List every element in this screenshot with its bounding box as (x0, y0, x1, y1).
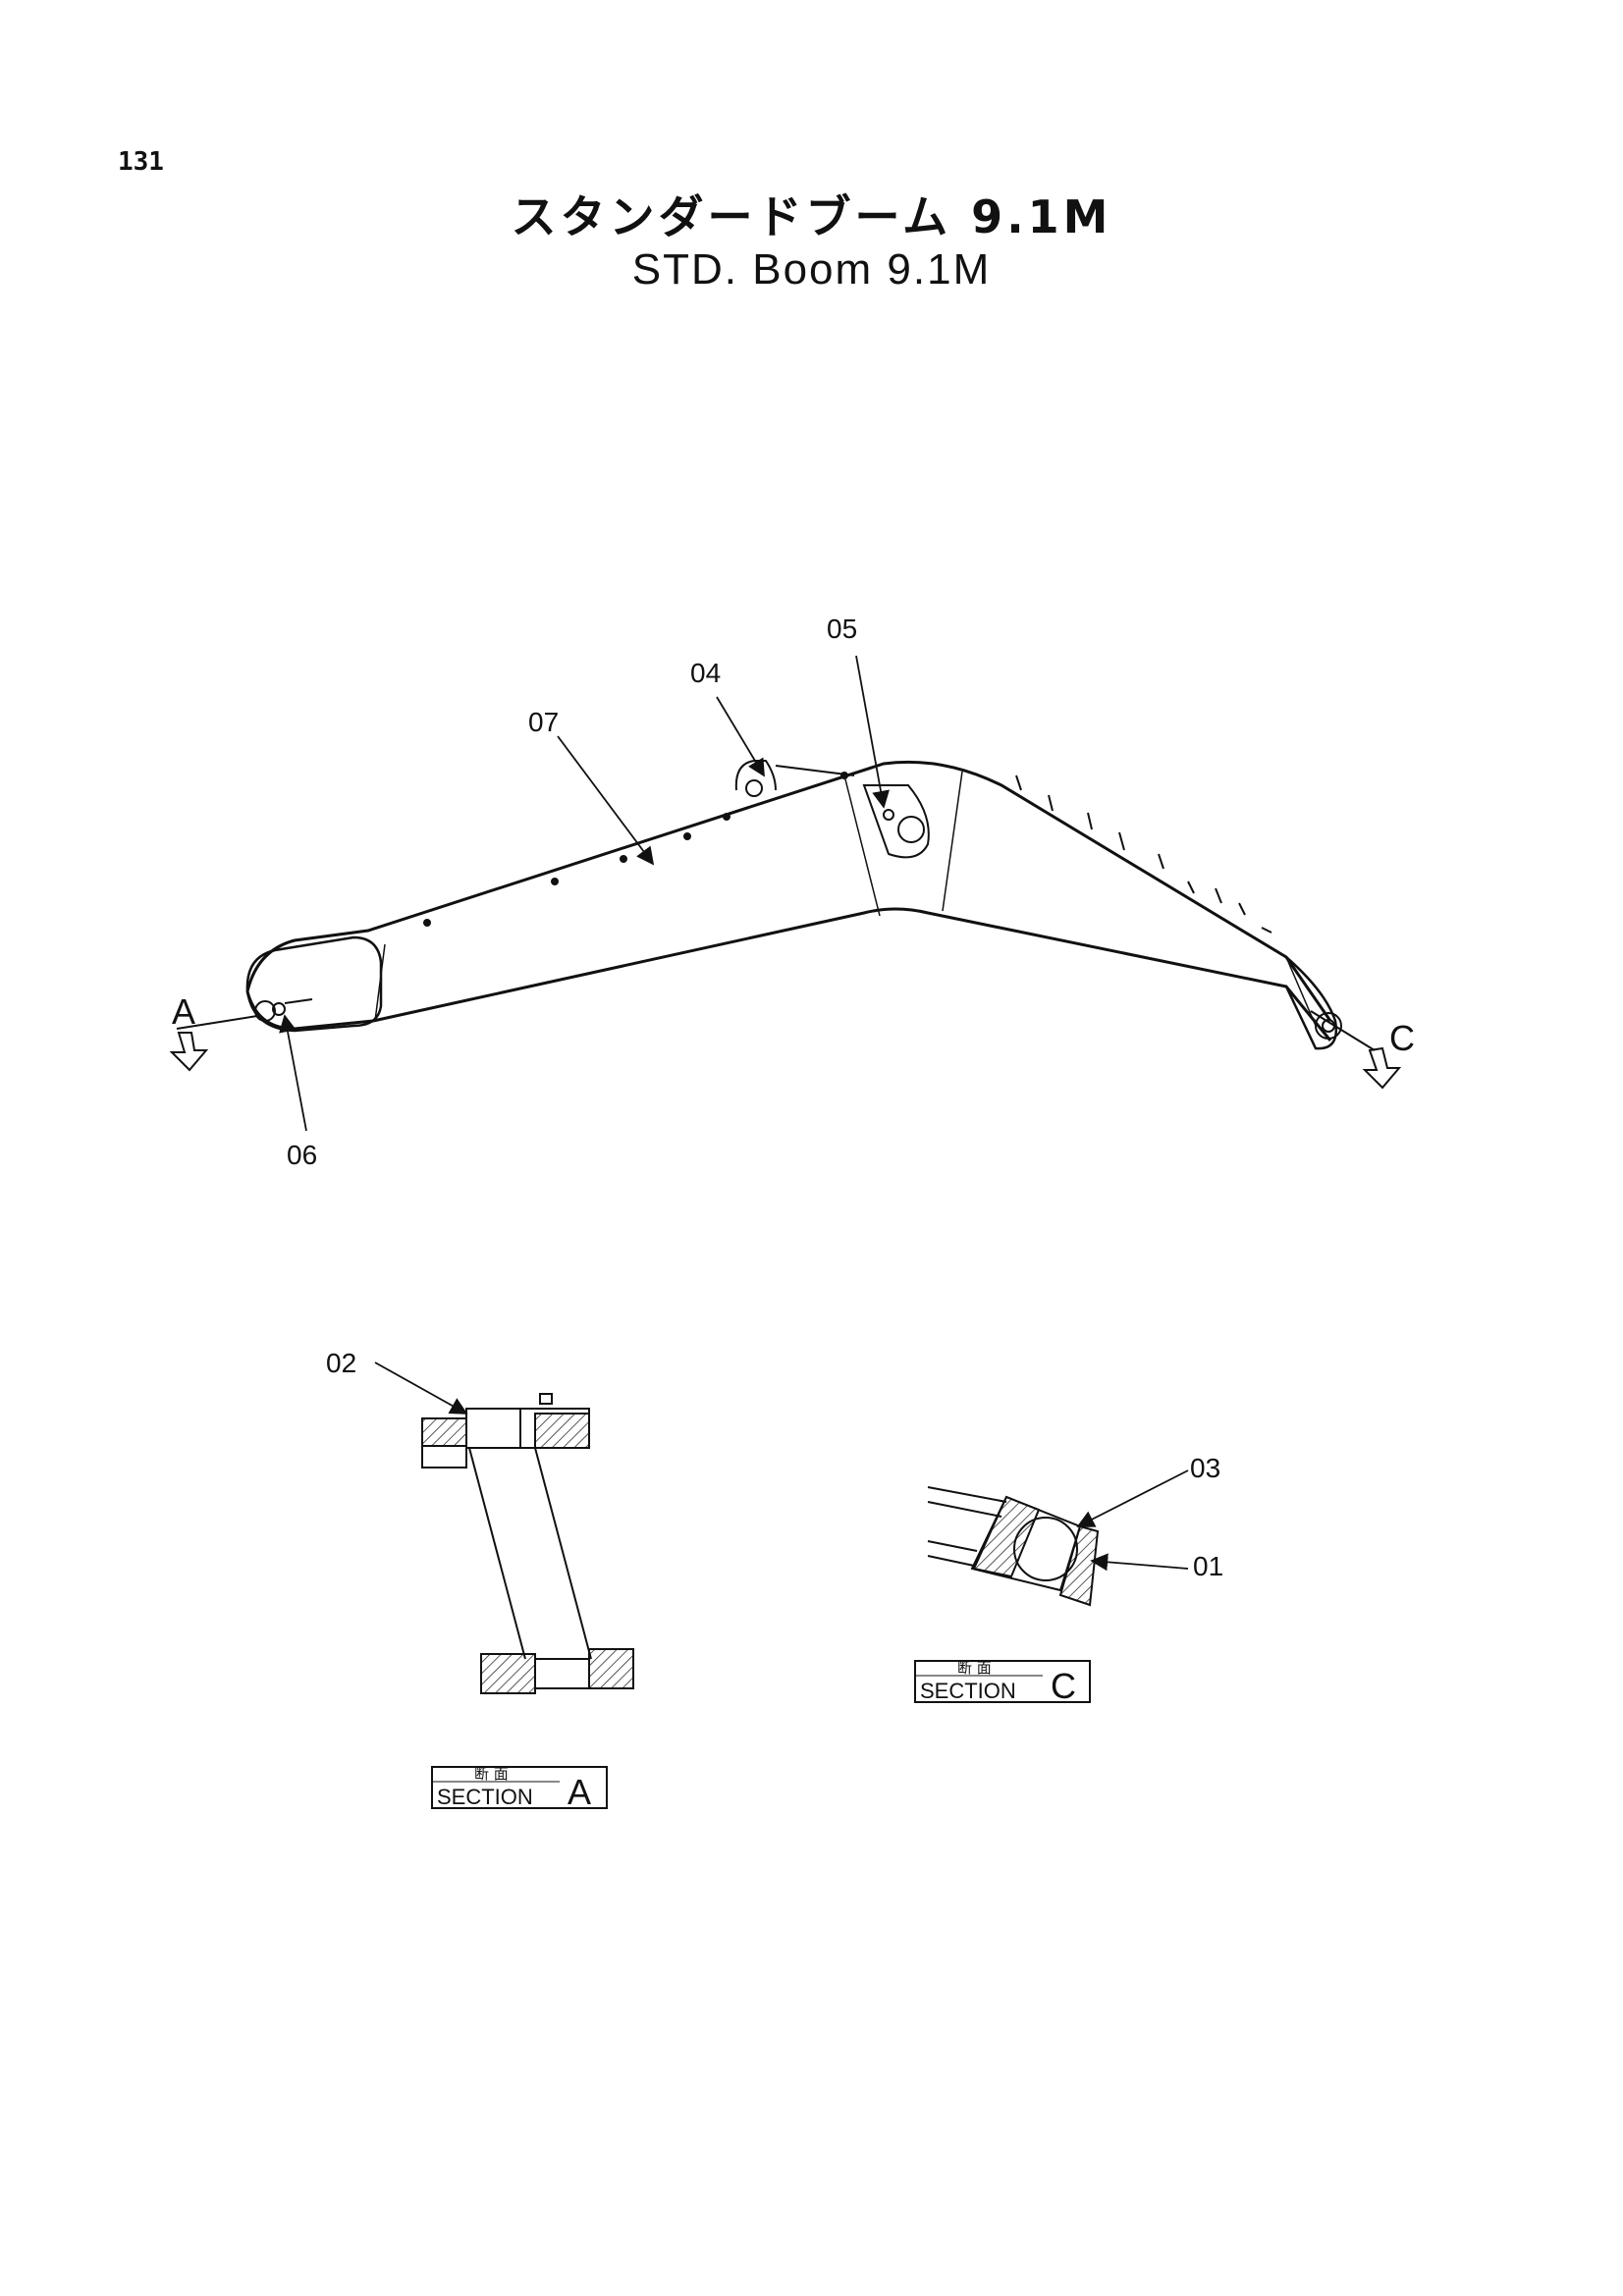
view-marker-a: A (172, 991, 195, 1032)
boom-body (245, 760, 1338, 1050)
section-a-detail (421, 1393, 634, 1694)
callout-07: 07 (528, 707, 559, 737)
leader-lines (279, 655, 890, 1132)
callout-04: 04 (690, 658, 721, 688)
section-c-label: 断 面 SECTION C (914, 1659, 1091, 1706)
title-english: STD. Boom 9.1M (631, 245, 992, 294)
title-japanese: スタンダードブーム 9.1M (511, 190, 1112, 243)
callout-06: 06 (287, 1140, 317, 1170)
section-c-detail (927, 1486, 1100, 1607)
section-a-letter: A (568, 1772, 591, 1812)
section-a-jp: 断 面 (474, 1765, 509, 1783)
view-arrows (169, 1010, 1402, 1090)
section-a-word: SECTION (437, 1785, 533, 1809)
section-c-letter: C (1051, 1666, 1076, 1706)
boom-brackets (254, 760, 1342, 1040)
section-c-word: SECTION (920, 1679, 1016, 1703)
section-a-label: 断 面 SECTION A (431, 1765, 608, 1812)
section-c-jp: 断 面 (957, 1659, 992, 1677)
callout-02: 02 (326, 1348, 356, 1378)
page-number: 131 (118, 147, 164, 177)
callout-03: 03 (1190, 1453, 1220, 1483)
callout-01: 01 (1193, 1551, 1223, 1581)
callout-05: 05 (827, 614, 857, 644)
view-marker-c: C (1389, 1018, 1415, 1058)
